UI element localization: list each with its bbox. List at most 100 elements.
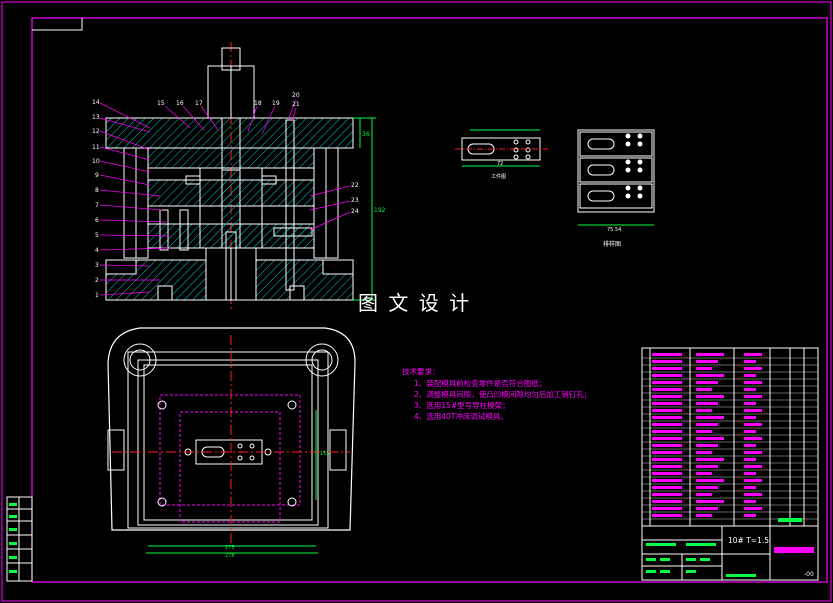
bom-cell-mark [652,500,682,503]
workpiece-dim: 72 [497,161,503,167]
bom-cell-mark [744,423,762,426]
bom-cell-mark [652,416,682,419]
bom-cell-mark [696,444,718,447]
drawing-number: -00 [804,571,814,578]
section-view: 36 192 14 13 12 11 10 9 8 7 [92,42,386,310]
bom-cell-mark [696,416,724,419]
part-no: 7 [95,202,99,209]
part-no: 6 [95,217,99,224]
tech-item: 3、选用15#型号导柱模架； [414,400,510,410]
bom-cell-mark [696,430,712,433]
workpiece-label: 工件图 [491,173,506,180]
part-no: 22 [351,182,359,189]
bom-cell-mark [696,451,712,454]
bom-cell-mark [744,458,756,461]
bom-cell-mark [652,395,682,398]
tech-item: 2、调整模具间隙，使凸凹模间隙均匀后加工销钉孔； [414,389,591,399]
bom-cell-mark [744,486,756,489]
bom-cell-mark [652,353,682,356]
strip-view: 75.54 排样图 [577,129,655,248]
bom-cell-mark [696,479,724,482]
plan-view: 275 278 155 [107,327,356,559]
bom-cell-mark [744,430,756,433]
watermark: 图 文 设 计 [358,291,471,315]
plan-dim-h: 155 [320,451,330,457]
tech-item: 4、选用40T冲床调试模具。 [414,411,508,421]
bom-cell-mark [744,388,756,391]
part-no: 16 [176,100,184,107]
workpiece-view: 72 工件图 [455,129,548,180]
bom-cell-mark [696,381,718,384]
bom-cell-mark [744,500,756,503]
part-no: 15 [157,100,165,107]
bom-cell-mark [696,465,718,468]
bom-cell-mark [652,472,682,475]
part-no: 5 [95,232,99,239]
part-no: 9 [95,172,99,179]
bom-cell-mark [696,472,712,475]
bom-cell-mark [696,423,718,426]
bom-cell-mark [744,451,762,454]
bom-cell-mark [744,381,762,384]
bom-cell-mark [652,493,682,496]
bom-cell-mark [696,514,712,517]
dim-top: 36 [362,131,370,138]
plan-dim-w2: 278 [225,553,235,559]
strip-dim: 75.54 [607,227,621,233]
bom-cell-mark [652,451,682,454]
part-no: 13 [92,114,100,121]
bom-cell-mark [744,402,756,405]
bom-cell-mark [744,416,756,419]
part-no: 2 [95,277,99,284]
part-no: 3 [95,262,99,269]
bom-cell-mark [696,395,724,398]
bom-cell-mark [744,409,762,412]
bom-cell-mark [696,486,718,489]
bom-cell-mark [744,437,762,440]
part-no: 20 [292,92,300,99]
part-no: 1 [95,292,99,299]
bom-cell-mark [652,507,682,510]
bom-cell-mark [696,402,718,405]
tech-item: 1、装配模具前检查零件是否符合图纸； [414,378,546,388]
bom-cell-mark [696,409,712,412]
bom-cell-mark [744,514,756,517]
bom-cell-mark [652,479,682,482]
left-side-table [6,496,33,582]
bom-cell-mark [696,360,718,363]
bom-cell-mark [696,388,712,391]
bom-cell-mark [744,472,756,475]
bom-cell-mark [652,430,682,433]
part-no: 23 [351,197,359,204]
bom-cell-mark [652,381,682,384]
bom-cell-mark [652,360,682,363]
bom-cell-mark [744,395,762,398]
part-no: 21 [292,101,300,108]
part-no: 14 [92,99,100,106]
bom-cell-mark [652,423,682,426]
bom-cell-mark [744,374,756,377]
part-no: 18 [254,100,262,107]
inner-frame [31,17,828,583]
bom-cell-mark [696,367,712,370]
bom-cell-mark [696,374,724,377]
bom-cell-mark [696,507,718,510]
bom-cell-mark [696,493,712,496]
bom-cell-mark [652,367,682,370]
title-block: 10# T=1.5 -00 [641,518,819,581]
bom-cell-mark [744,353,762,356]
part-no: 8 [95,187,99,194]
bom-cell-mark [652,402,682,405]
bom-cell-mark [652,409,682,412]
strip-label: 排样图 [603,240,621,248]
tech-title: 技术要求： [402,366,440,376]
bom-cell-mark [652,444,682,447]
bom-cell-mark [652,465,682,468]
bom-cell-mark [696,437,724,440]
bom-cell-mark [652,374,682,377]
part-no: 12 [92,128,100,135]
dim-height: 192 [374,207,386,214]
